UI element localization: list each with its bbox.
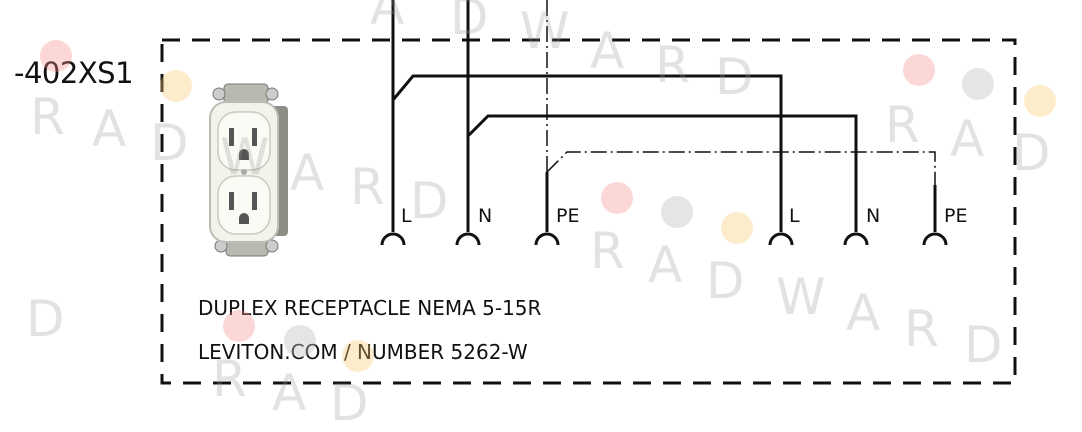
watermark-letter: R [212,350,249,408]
contact-l1 [380,232,406,246]
contact-pe2 [922,232,948,246]
terminal-label-pe2: PE [944,205,968,227]
watermark-letter: D [450,0,491,46]
schematic-diagram [160,0,1017,385]
terminal-label-n1: N [478,205,493,227]
watermark-letter: A [290,144,327,202]
watermark-letter: D [964,316,1005,374]
watermark-letter: W [776,268,828,326]
watermark-letter: R [590,222,627,280]
watermark-letter: D [26,290,67,348]
watermark-letter: R [655,36,692,94]
description-line-2: LEVITON.COM / NUMBER 5262-W [198,340,528,364]
watermark-letter: D [150,114,191,172]
watermark-letter: R [904,300,941,358]
watermark-letter: W [520,2,572,60]
conductor-n-branch [466,114,858,232]
contact-n1 [455,232,481,246]
watermark-letter: R [30,88,67,146]
enclosure-border [160,38,1017,385]
contact-pe1 [534,232,560,246]
terminal-label-pe1: PE [556,205,580,227]
watermark-letter: A [950,110,987,168]
conductor-l [391,0,783,232]
terminal-label-l2: L [789,205,800,227]
description-line-1: DUPLEX RECEPTACLE NEMA 5-15R [198,296,542,320]
watermark-letter: A [370,0,407,36]
watermark-letter: D [715,48,756,106]
device-tag: -402XS1 [14,56,134,90]
terminal-label-n2: N [866,205,881,227]
contact-l2 [768,232,794,246]
receptacle-image [209,83,288,257]
contact-n2 [843,232,869,246]
watermark-letter: A [272,364,309,422]
watermark-letter: D [706,252,747,310]
watermark-letter: A [648,236,685,294]
watermark-letter: D [410,172,451,230]
watermark-letter: A [590,22,627,80]
watermark-letter: R [885,96,922,154]
watermark-letter: A [846,284,883,342]
watermark-letter: D [330,374,371,432]
terminal-label-l1: L [401,205,412,227]
watermark-letter: W [220,128,272,186]
watermark-letter: A [92,100,129,158]
watermark-letter: R [350,158,387,216]
watermark-letter: D [1012,124,1053,182]
